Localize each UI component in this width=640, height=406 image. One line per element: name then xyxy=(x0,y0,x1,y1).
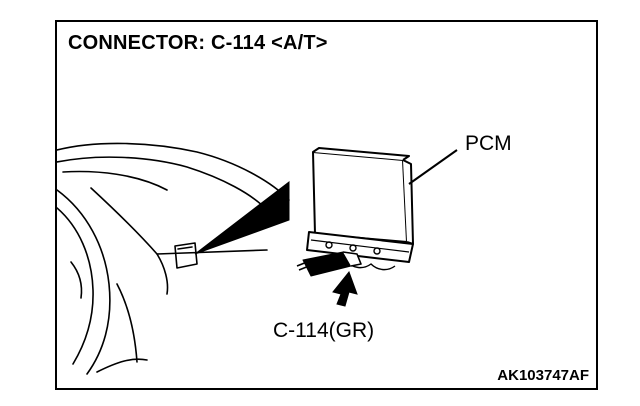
figure-code: AK103747AF xyxy=(497,367,589,384)
connector-label: C-114(GR) xyxy=(273,319,375,342)
access-cover xyxy=(174,242,198,269)
dashboard-outline xyxy=(57,142,290,201)
dashboard-illustration xyxy=(57,142,458,375)
pcm-unit xyxy=(306,147,414,263)
connector-c114 xyxy=(296,251,362,277)
pcm-leader-line xyxy=(408,149,458,185)
diagram-frame: CONNECTOR: C-114 <A/T> PCM C-114(GR) AK1… xyxy=(55,20,598,390)
connector-arrow xyxy=(332,270,358,307)
figure-title: CONNECTOR: C-114 <A/T> xyxy=(68,32,328,54)
pcm-label: PCM xyxy=(465,132,512,155)
steering-wheel xyxy=(57,189,111,375)
glove-box xyxy=(90,187,268,255)
zoom-wedge xyxy=(194,180,290,255)
